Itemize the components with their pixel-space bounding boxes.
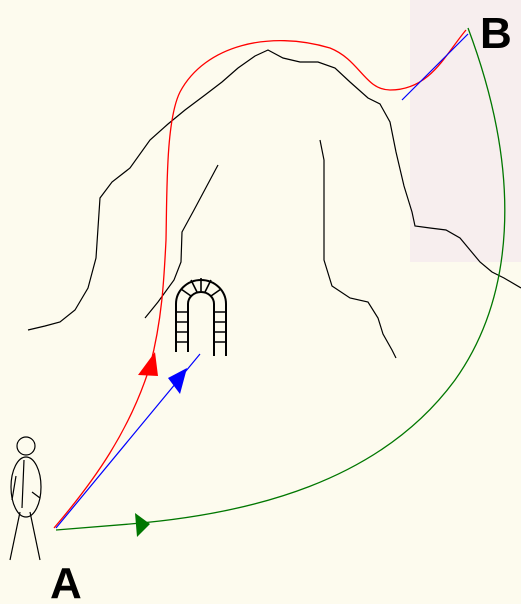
right-cliff-line (319, 139, 397, 359)
mountain-ridge-line (27, 49, 521, 331)
tunnel-arch-icon (175, 278, 227, 356)
red-path (53, 29, 467, 529)
person-icon (9, 436, 42, 561)
red-arrowhead (138, 352, 158, 376)
green-arrowhead (135, 513, 150, 537)
blue-arrowhead (168, 368, 187, 394)
terrain (27, 49, 521, 359)
shaded-region (410, 0, 521, 262)
blue-path-upper (401, 33, 469, 101)
point-a-label: A (50, 559, 82, 604)
green-path (55, 27, 506, 531)
left-cliff-line (144, 164, 219, 319)
point-b-label: B (480, 9, 512, 58)
